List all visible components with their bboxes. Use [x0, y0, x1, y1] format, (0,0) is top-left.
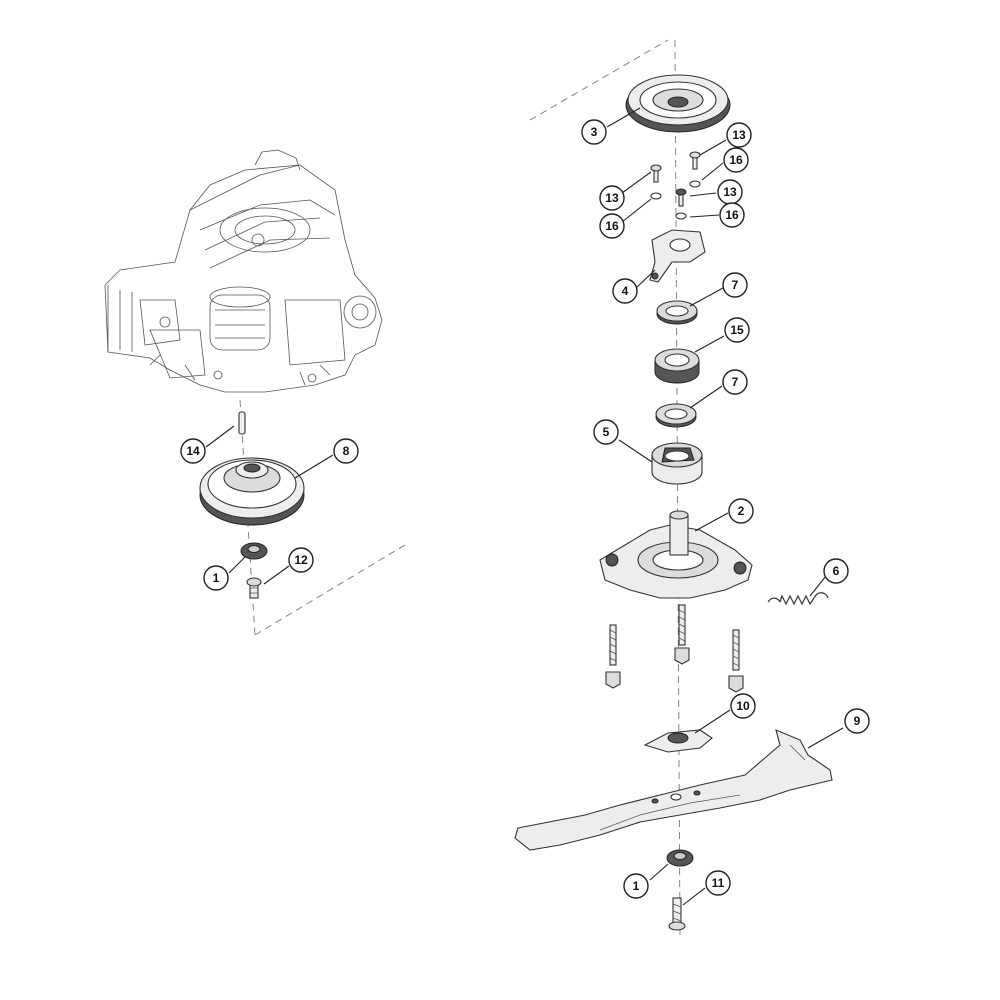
- callout-6: 6: [823, 558, 849, 584]
- assembly-guide-lines: [239, 39, 681, 936]
- callout-label-7-lower: 7: [732, 375, 739, 389]
- part-8-drive-pulley: [199, 457, 305, 526]
- callout-label-7-upper: 7: [732, 278, 739, 292]
- callout-8: 8: [333, 438, 359, 464]
- callout-label-13-right: 13: [723, 185, 737, 199]
- callout-5: 5: [593, 419, 619, 445]
- callout-16-top-right: 16: [723, 147, 749, 173]
- callout-10: 10: [730, 693, 756, 719]
- callout-16-left: 16: [599, 213, 625, 239]
- callout-13-right: 13: [717, 179, 743, 205]
- callout-label-6: 6: [833, 564, 840, 578]
- callout-label-13-top-right: 13: [732, 128, 746, 142]
- part-6-spring: [767, 592, 829, 606]
- part-15-bearing: [654, 348, 700, 384]
- part-16-washers: [650, 180, 701, 220]
- part-7-seal-upper: [656, 300, 698, 325]
- callout-12: 12: [288, 547, 314, 573]
- part-1-washer-right: [666, 849, 694, 867]
- callout-label-13-left: 13: [605, 191, 619, 205]
- callout-1-left: 1: [203, 565, 229, 591]
- part-5-hub: [651, 442, 703, 485]
- callout-label-1-left: 1: [213, 571, 220, 585]
- callout-label-2: 2: [738, 504, 745, 518]
- part-2-blade-carrier: [599, 510, 753, 599]
- part-11-bolt: [668, 897, 686, 931]
- callout-3: 3: [581, 119, 607, 145]
- callout-label-5: 5: [603, 425, 610, 439]
- part-1-washer-left: [240, 542, 268, 560]
- part-13-screws: [650, 151, 701, 207]
- callout-label-1-right: 1: [633, 879, 640, 893]
- callout-13-left: 13: [599, 185, 625, 211]
- callout-label-9: 9: [854, 714, 861, 728]
- part-14-key-pin: [238, 411, 246, 435]
- callout-label-16-left: 16: [605, 219, 619, 233]
- callout-label-8: 8: [343, 444, 350, 458]
- callout-2: 2: [728, 498, 754, 524]
- callout-label-15: 15: [730, 323, 744, 337]
- callout-13-top-right: 13: [726, 122, 752, 148]
- callout-label-12: 12: [294, 553, 308, 567]
- part-9-blade: [514, 729, 833, 851]
- callout-16-right: 16: [719, 202, 745, 228]
- callout-4: 4: [612, 278, 638, 304]
- part-4-bracket: [649, 229, 706, 283]
- part-7-seal-lower: [655, 403, 697, 428]
- callout-7-lower: 7: [722, 369, 748, 395]
- part-10-blade-adapter: [643, 729, 713, 753]
- callout-11: 11: [705, 870, 731, 896]
- callout-7-upper: 7: [722, 272, 748, 298]
- callout-14: 14: [180, 438, 206, 464]
- part-12-bolt: [246, 577, 262, 599]
- callout-1-right: 1: [623, 873, 649, 899]
- callout-label-14: 14: [186, 444, 200, 458]
- callout-label-16-right: 16: [725, 208, 739, 222]
- carrier-bolts: [605, 604, 744, 693]
- callout-label-11: 11: [712, 876, 725, 890]
- callout-label-16-top-right: 16: [729, 153, 743, 167]
- callout-15: 15: [724, 317, 750, 343]
- engine-illustration: [104, 149, 383, 393]
- part-3-top-pulley: [625, 74, 731, 133]
- callout-9: 9: [844, 708, 870, 734]
- leader-lines: [205, 107, 844, 906]
- callout-label-4: 4: [622, 284, 629, 298]
- callout-label-3: 3: [591, 125, 598, 139]
- callout-label-10: 10: [736, 699, 750, 713]
